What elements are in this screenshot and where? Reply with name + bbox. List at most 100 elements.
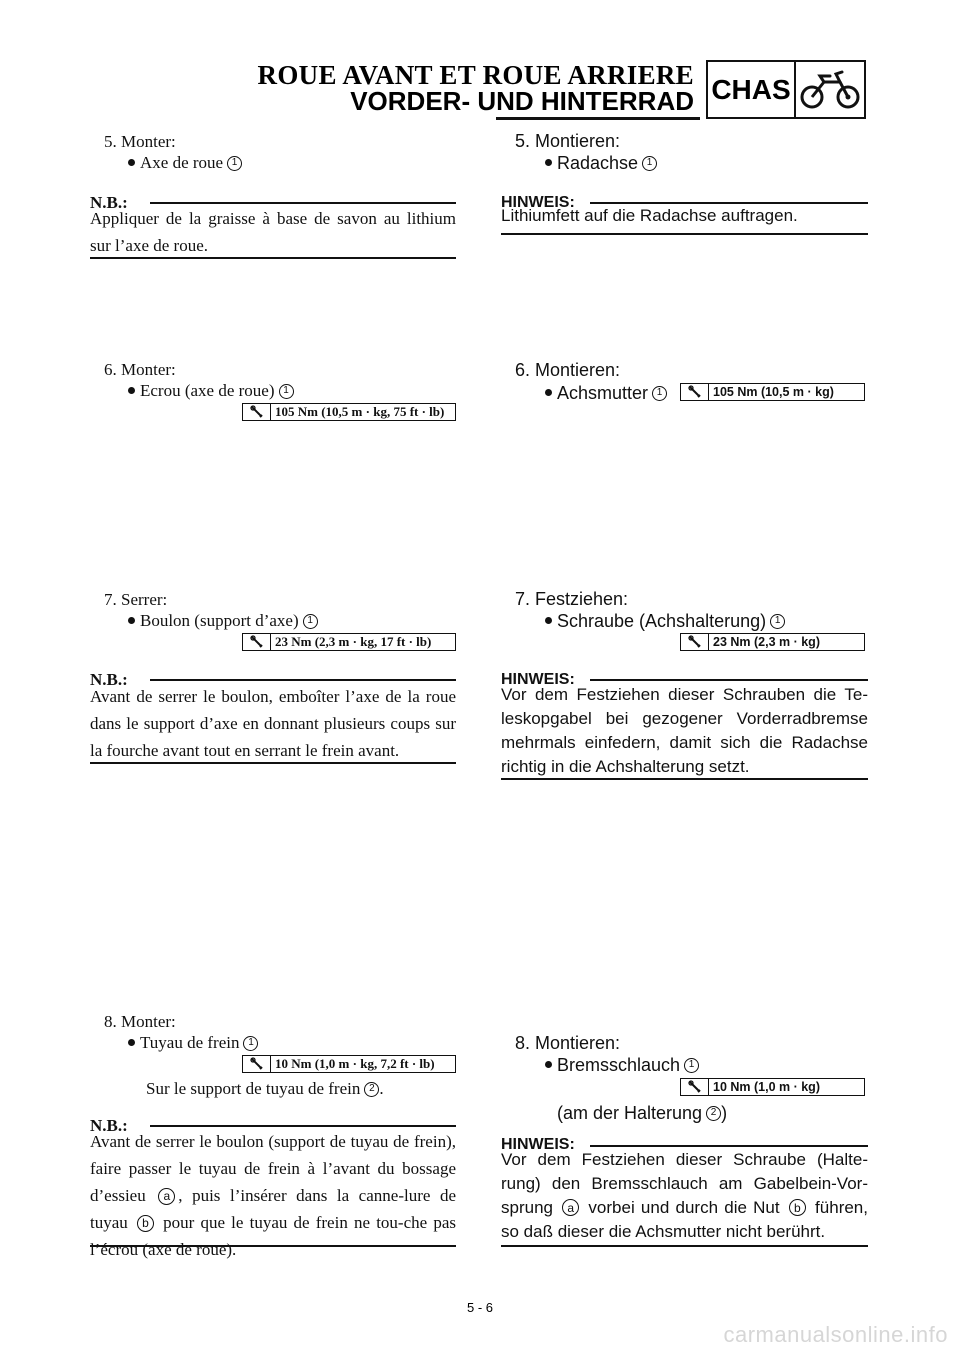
page-number: 5 - 6 bbox=[466, 1300, 493, 1315]
de-note2-end-rule bbox=[501, 778, 868, 780]
bullet-icon bbox=[545, 1060, 552, 1068]
de-note3-rule bbox=[590, 1145, 868, 1147]
fr-step8-sub-end: . bbox=[379, 1079, 384, 1098]
fr-note1-body: Appliquer de la graisse à base de savon … bbox=[90, 209, 456, 255]
de-note1-rule bbox=[590, 202, 868, 204]
bullet-icon bbox=[128, 386, 135, 394]
page-title-french: ROUE AVANT ET ROUE ARRIERE bbox=[257, 60, 694, 90]
de-note1-end-rule bbox=[501, 233, 868, 235]
de-step8-item-text: Bremsschlauch bbox=[557, 1055, 681, 1075]
fr-note3-body-part1: Avant de serrer le boulon (support de tu… bbox=[90, 1132, 456, 1205]
de-note3-body: Vor dem Festziehen dieser Schraube (Halt… bbox=[501, 1148, 868, 1244]
callout-number: 1 bbox=[302, 613, 318, 629]
fr-note2-rule bbox=[150, 679, 456, 681]
fr-note3-rule bbox=[150, 1125, 456, 1127]
de-step8-title: 8. Montieren: bbox=[515, 1033, 621, 1053]
fr-note1-label: N.B.: bbox=[90, 193, 128, 212]
fr-note2-body: Avant de serrer le boulon, emboîter l’ax… bbox=[90, 687, 456, 760]
torque-wrench-icon bbox=[243, 1056, 271, 1072]
de-step5-item-text: Radachse bbox=[557, 153, 639, 173]
bullet-icon bbox=[128, 1038, 135, 1046]
section-badge: CHAS bbox=[706, 60, 866, 119]
watermark: carmanualsonline.info bbox=[723, 1322, 948, 1347]
fr-note1-rule bbox=[150, 202, 456, 204]
de-note3-body-part2: vorbei und durch die Nut bbox=[582, 1198, 780, 1217]
callout-number: 1 bbox=[652, 385, 668, 401]
fr-note3-label: N.B.: bbox=[90, 1116, 128, 1135]
callout-letter: b bbox=[788, 1199, 806, 1217]
fr-step7-torque-spec: 23 Nm (2,3 m · kg, 17 ft · lb) bbox=[242, 633, 456, 651]
de-note3-body-part1: Vor dem Festziehen dieser Schraube (Halt… bbox=[501, 1150, 868, 1217]
header-divider bbox=[496, 117, 700, 120]
bullet-icon bbox=[128, 158, 135, 166]
de-step8-torque-spec: 10 Nm (1,0 m · kg) bbox=[680, 1078, 865, 1096]
fr-step8-item-text: Tuyau de frein bbox=[140, 1033, 240, 1052]
callout-number: 2 bbox=[364, 1081, 380, 1097]
de-note3-label: HINWEIS: bbox=[501, 1136, 575, 1153]
de-step7-torque-spec: 23 Nm (2,3 m · kg) bbox=[680, 633, 865, 651]
de-step7-title: 7. Festziehen: bbox=[515, 589, 629, 609]
torque-value: 105 Nm (10,5 m · kg) bbox=[713, 385, 834, 399]
fr-step7-title: 7. Serrer: bbox=[104, 590, 168, 609]
de-step6-torque-spec: 105 Nm (10,5 m · kg) bbox=[680, 383, 865, 401]
fr-step8-sub-text: Sur le support de tuyau de frein bbox=[146, 1079, 361, 1098]
torque-wrench-icon bbox=[243, 634, 271, 650]
fr-step6-item-text: Ecrou (axe de roue) bbox=[140, 381, 275, 400]
fr-note1-end-rule bbox=[90, 257, 456, 259]
de-step8-sub-text: (am der Halterung bbox=[557, 1103, 703, 1123]
callout-letter: a bbox=[158, 1187, 176, 1205]
callout-letter: a bbox=[562, 1199, 580, 1217]
callout-number: 1 bbox=[770, 613, 786, 629]
fr-note2-label: N.B.: bbox=[90, 670, 128, 689]
de-note2-label: HINWEIS: bbox=[501, 671, 575, 688]
callout-number: 1 bbox=[684, 1057, 700, 1073]
fr-step6-title: 6. Monter: bbox=[104, 360, 176, 379]
de-note3-body-part3: führen, so daß dieser die Achsmutter nic… bbox=[501, 1198, 868, 1241]
torque-wrench-icon bbox=[681, 1079, 709, 1095]
callout-number: 1 bbox=[278, 383, 294, 399]
fr-step7-item: Boulon (support d’axe)1 bbox=[128, 611, 318, 631]
page-title-german: VORDER- UND HINTERRAD bbox=[350, 86, 694, 116]
fr-step6-item: Ecrou (axe de roue)1 bbox=[128, 381, 294, 401]
section-code: CHAS bbox=[708, 62, 796, 117]
fr-note3-end-rule bbox=[90, 1245, 456, 1247]
torque-value: 23 Nm (2,3 m · kg) bbox=[713, 635, 820, 649]
torque-value: 105 Nm (10,5 m · kg, 75 ft · lb) bbox=[275, 404, 445, 419]
fr-step6-torque-spec: 105 Nm (10,5 m · kg, 75 ft · lb) bbox=[242, 403, 456, 421]
torque-wrench-icon bbox=[681, 384, 709, 400]
torque-wrench-icon bbox=[243, 404, 271, 420]
de-note1-label: HINWEIS: bbox=[501, 194, 575, 211]
bullet-icon bbox=[545, 616, 552, 624]
motorcycle-icon bbox=[800, 70, 860, 109]
fr-note3-body-part2: , puis l’insérer dans la canne-lure de t… bbox=[90, 1186, 457, 1232]
de-step7-item-text: Schraube (Achshalterung) bbox=[557, 611, 767, 631]
torque-value: 23 Nm (2,3 m · kg, 17 ft · lb) bbox=[275, 634, 432, 649]
de-note2-rule bbox=[590, 679, 868, 681]
fr-note3-body: Avant de serrer le boulon (support de tu… bbox=[90, 1128, 456, 1263]
de-step5-title: 5. Montieren: bbox=[515, 131, 621, 151]
fr-step5-item-text: Axe de roue bbox=[140, 153, 224, 172]
de-note2-body: Vor dem Festziehen dieser Schrauben die … bbox=[501, 685, 868, 776]
fr-step8-torque-spec: 10 Nm (1,0 m · kg, 7,2 ft · lb) bbox=[242, 1055, 456, 1073]
fr-step8-title: 8. Monter: bbox=[104, 1012, 176, 1031]
de-step6-title: 6. Montieren: bbox=[515, 360, 621, 380]
callout-number: 1 bbox=[243, 1035, 259, 1051]
de-note1-body: Lithiumfett auf die Radachse auftragen. bbox=[501, 206, 798, 225]
callout-number: 2 bbox=[706, 1105, 722, 1121]
bullet-icon bbox=[545, 158, 552, 166]
fr-step5-title: 5. Monter: bbox=[104, 132, 176, 151]
callout-letter: b bbox=[136, 1214, 154, 1232]
callout-number: 1 bbox=[642, 155, 658, 171]
fr-note2-end-rule bbox=[90, 762, 456, 764]
torque-wrench-icon bbox=[681, 634, 709, 650]
de-step7-item: Schraube (Achshalterung)1 bbox=[545, 611, 786, 631]
torque-value: 10 Nm (1,0 m · kg, 7,2 ft · lb) bbox=[275, 1056, 435, 1071]
callout-number: 1 bbox=[227, 155, 243, 171]
de-note3-end-rule bbox=[501, 1245, 868, 1247]
